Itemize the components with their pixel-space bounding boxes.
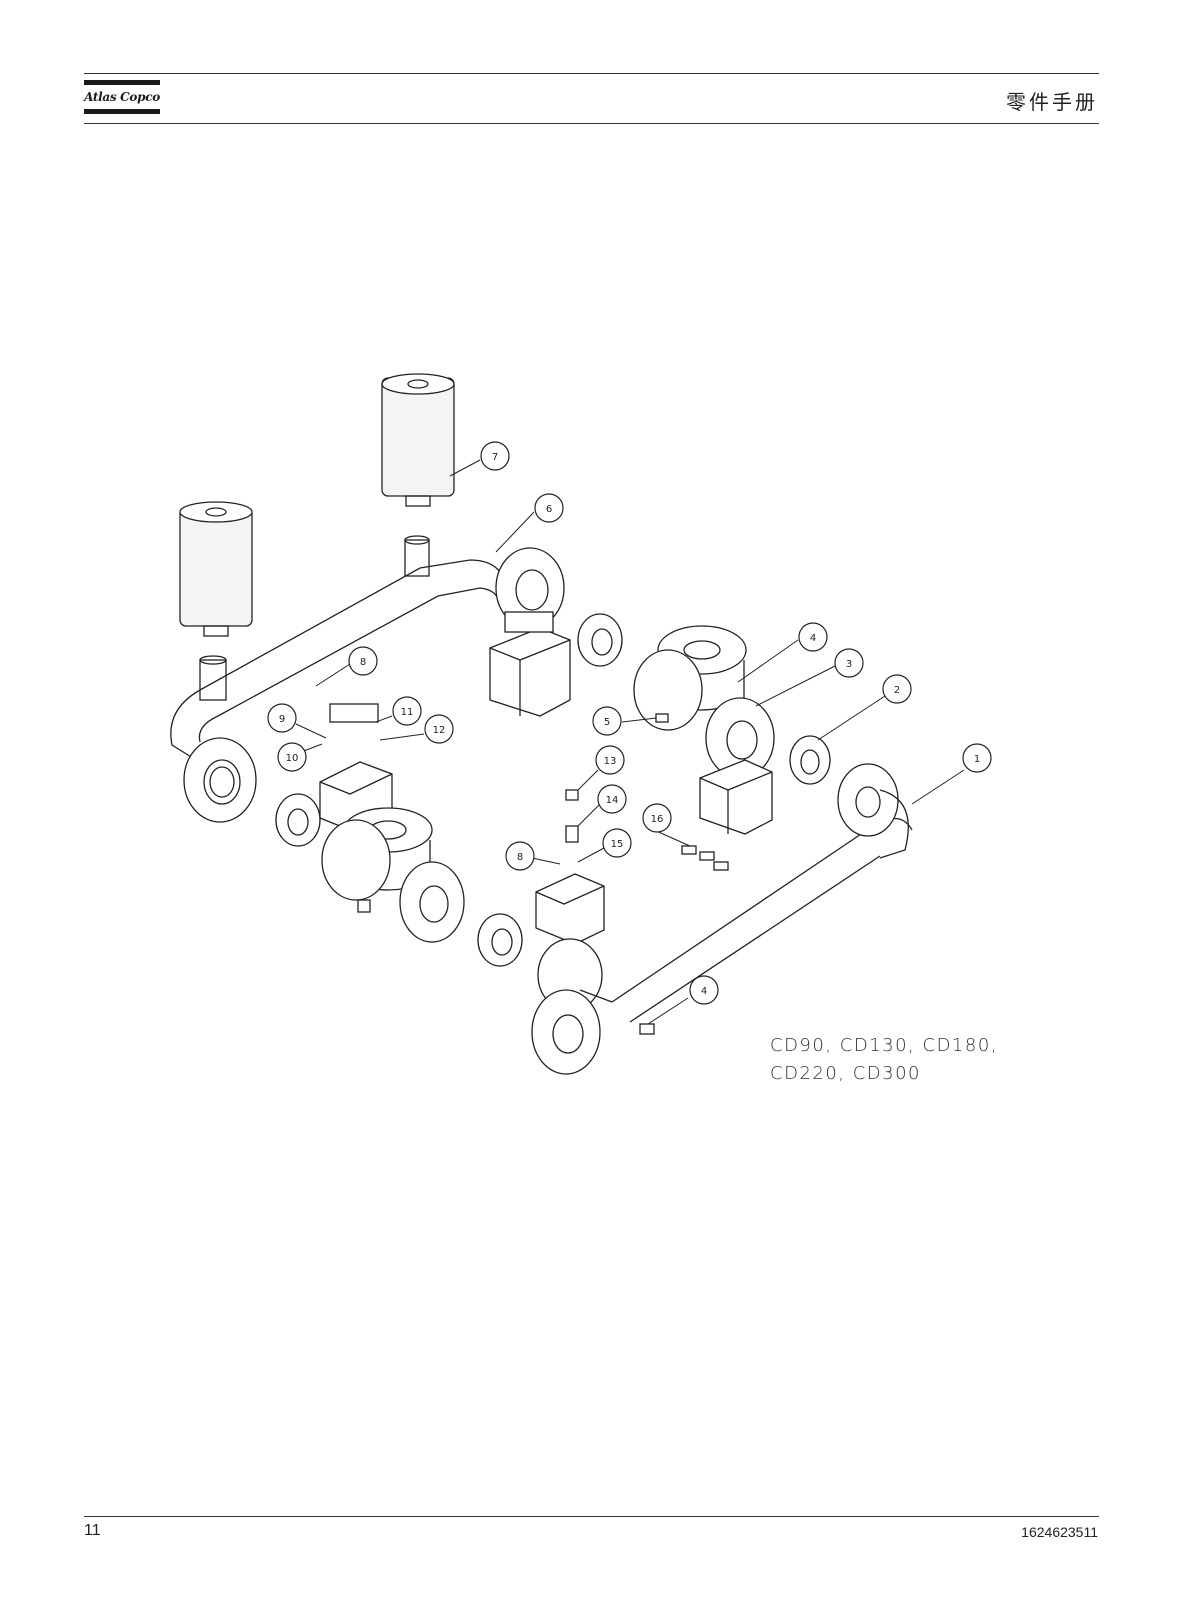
callout-7 xyxy=(480,441,510,471)
callout-13-label: 13 xyxy=(604,756,617,767)
callout-11 xyxy=(392,696,422,726)
callout-10-label: 10 xyxy=(286,753,299,764)
page-title: 零件手册 xyxy=(1006,90,1098,114)
callout-11-label: 11 xyxy=(401,707,414,718)
callout-14-label: 14 xyxy=(606,795,619,806)
callout-8-upper-label: 8 xyxy=(360,657,366,668)
callout-8-lower xyxy=(505,841,535,871)
callout-5 xyxy=(592,706,622,736)
callout-2 xyxy=(882,674,912,704)
callout-16-label: 16 xyxy=(651,814,664,825)
model-applicability: CD90, CD130, CD180, CD220, CD300 xyxy=(770,1032,998,1088)
callout-15 xyxy=(602,828,632,858)
header-rule-bottom xyxy=(84,123,1099,124)
models-line-2: CD220, CD300 xyxy=(770,1063,922,1084)
callout-3 xyxy=(834,648,864,678)
callout-8-lower-label: 8 xyxy=(517,852,523,863)
callout-5-label: 5 xyxy=(604,717,610,728)
callout-7-label: 7 xyxy=(492,452,498,463)
document-number: 1624623511 xyxy=(1021,1524,1098,1540)
callout-4-label: 4 xyxy=(810,633,816,644)
callout-6 xyxy=(534,493,564,523)
callout-9 xyxy=(267,703,297,733)
header-rule-top xyxy=(84,73,1099,74)
callout-10 xyxy=(277,742,307,772)
callout-16 xyxy=(642,803,672,833)
brand-text: Atlas Copco xyxy=(84,90,160,104)
callout-9-label: 9 xyxy=(279,714,285,725)
callout-2-label: 2 xyxy=(894,685,900,696)
callout-1 xyxy=(962,743,992,773)
callout-15-label: 15 xyxy=(611,839,624,850)
footer-rule xyxy=(84,1516,1099,1517)
callout-1-label: 1 xyxy=(974,754,980,765)
atlas-copco-logo: Atlas Copco xyxy=(84,78,160,118)
models-line-1: CD90, CD130, CD180, xyxy=(770,1035,999,1056)
callout-4 xyxy=(798,622,828,652)
callout-8-upper xyxy=(348,646,378,676)
callout-3-label: 3 xyxy=(846,659,852,670)
callout-13 xyxy=(595,745,625,775)
callout-4-lower-label: 4 xyxy=(701,986,707,997)
callout-12 xyxy=(424,714,454,744)
callout-4-lower xyxy=(689,975,719,1005)
callout-12-label: 12 xyxy=(433,725,446,736)
callout-14 xyxy=(597,784,627,814)
callout-6-label: 6 xyxy=(546,504,552,515)
page-number: 11 xyxy=(84,1522,101,1539)
